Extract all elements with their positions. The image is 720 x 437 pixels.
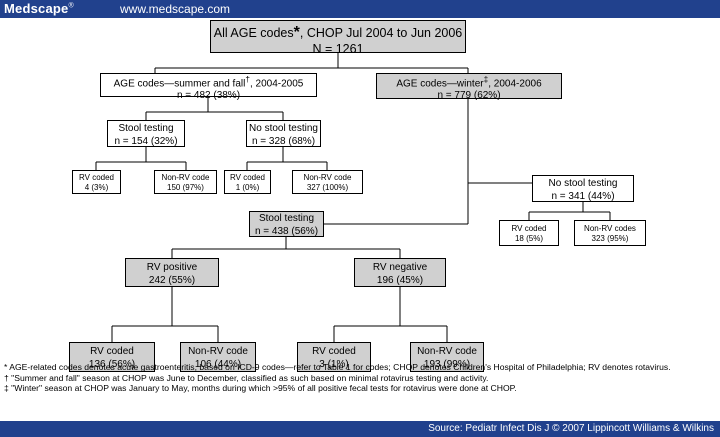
footnote-mark: † xyxy=(245,74,250,84)
footnote-mark: * xyxy=(293,24,300,41)
node-count: n = 779 (62%) xyxy=(437,89,501,101)
node-label: No stool testing xyxy=(548,178,618,189)
node-positive-non-rv-code: Non-RV code 106 (44%) xyxy=(180,342,256,372)
node-winter: AGE codes—winter‡, 2004-2006 n = 779 (62… xyxy=(376,73,562,101)
node-positive-rv-coded: RV coded 136 (56%) xyxy=(69,342,155,372)
node-rv-positive: RV positive 242 (55%) xyxy=(125,258,219,287)
node-summer-stool-rv-coded: RV coded 4 (3%) xyxy=(72,170,121,194)
node-summer-fall: AGE codes—summer and fall†, 2004-2005 n … xyxy=(100,73,317,101)
node-summer-stool-testing: Stool testing n = 154 (32%) xyxy=(107,120,185,147)
footer-bar: Source: Pediatr Infect Dis J © 2007 Lipp… xyxy=(0,421,720,437)
node-summer-no-stool-testing: No stool testing n = 328 (68%) xyxy=(246,120,321,147)
node-label: Non-RV code xyxy=(188,346,248,357)
node-count: n = 438 (56%) xyxy=(254,225,319,237)
node-all-age-codes: All AGE codes*, CHOP Jul 2004 to Jun 200… xyxy=(210,20,466,57)
footnote-mark: ‡ xyxy=(483,74,489,84)
node-count: 150 (97%) xyxy=(167,183,204,192)
node-line: , 2004-2006 xyxy=(488,78,542,90)
node-label: Stool testing xyxy=(118,123,174,134)
node-count: n = 154 (32%) xyxy=(114,135,178,147)
source-citation: Source: Pediatr Infect Dis J © 2007 Lipp… xyxy=(428,423,714,434)
node-label: Non-RV codes xyxy=(584,224,636,233)
node-label: RV coded xyxy=(511,224,547,233)
node-label: No stool testing xyxy=(249,123,318,134)
node-negative-rv-coded: RV coded 3 (1%) xyxy=(297,342,371,372)
node-label: RV coded xyxy=(79,173,114,182)
logo-text: Medscape xyxy=(4,1,69,16)
node-count: 18 (5%) xyxy=(514,234,543,243)
registered-mark: ® xyxy=(68,2,74,10)
node-label: Non-RV code xyxy=(161,173,210,182)
node-label: Stool testing xyxy=(258,213,315,224)
footnote-winter: ‡ "Winter" season at CHOP was January to… xyxy=(4,383,517,393)
node-count: 327 (100%) xyxy=(306,183,349,192)
node-count: n = 341 (44%) xyxy=(551,190,615,202)
node-line: All AGE codes xyxy=(213,26,294,40)
node-line: , 2004-2005 xyxy=(249,78,304,90)
node-winter-stool-testing: Stool testing n = 438 (56%) xyxy=(249,211,324,237)
node-count: 136 (56%) xyxy=(88,358,136,370)
node-line: AGE codes—winter xyxy=(396,78,484,90)
node-count: 106 (44%) xyxy=(194,358,242,370)
node-rv-negative: RV negative 196 (45%) xyxy=(354,258,446,287)
node-label: RV positive xyxy=(146,262,198,273)
node-winter-nostool-non-rv-codes: Non-RV codes 323 (95%) xyxy=(574,220,646,246)
footnotes: * AGE-related codes denotes acute gastro… xyxy=(4,362,716,394)
node-count: 323 (95%) xyxy=(591,234,629,243)
node-negative-non-rv-code: Non-RV code 193 (99%) xyxy=(410,342,484,372)
node-count: 193 (99%) xyxy=(423,358,471,370)
node-count: 4 (3%) xyxy=(84,183,109,192)
node-line: , CHOP Jul 2004 to Jun 2006 xyxy=(299,26,463,40)
node-label: RV negative xyxy=(372,262,428,273)
node-line: AGE codes—summer and fall xyxy=(113,78,246,90)
node-summer-stool-non-rv-code: Non-RV code 150 (97%) xyxy=(154,170,217,194)
node-label: Non-RV code xyxy=(417,346,477,357)
node-summer-nostool-rv-coded: RV coded 1 (0%) xyxy=(224,170,271,194)
node-winter-no-stool-testing: No stool testing n = 341 (44%) xyxy=(532,175,634,202)
node-count: 196 (45%) xyxy=(376,274,424,286)
medscape-logo[interactable]: Medscape® xyxy=(4,1,74,16)
site-url-link[interactable]: www.medscape.com xyxy=(120,2,231,16)
footnote-summer-fall: † "Summer and fall" season at CHOP was J… xyxy=(4,372,489,383)
node-summer-nostool-non-rv-code: Non-RV code 327 (100%) xyxy=(292,170,363,194)
node-count: 3 (1%) xyxy=(319,358,349,370)
footnote-age: * AGE-related codes denotes acute gastro… xyxy=(4,362,671,372)
node-label: Non-RV code xyxy=(303,173,352,182)
node-count: n = 328 (68%) xyxy=(251,135,316,147)
header-bar: Medscape® www.medscape.com xyxy=(0,0,720,18)
node-count: N = 1261 xyxy=(312,42,364,57)
node-count: n = 482 (38%) xyxy=(176,89,241,101)
node-count: 242 (55%) xyxy=(148,274,196,286)
node-label: RV coded xyxy=(312,346,356,357)
node-winter-nostool-rv-coded: RV coded 18 (5%) xyxy=(499,220,559,246)
node-count: 1 (0%) xyxy=(235,183,260,192)
node-label: RV coded xyxy=(230,173,265,182)
node-label: RV coded xyxy=(90,346,134,357)
